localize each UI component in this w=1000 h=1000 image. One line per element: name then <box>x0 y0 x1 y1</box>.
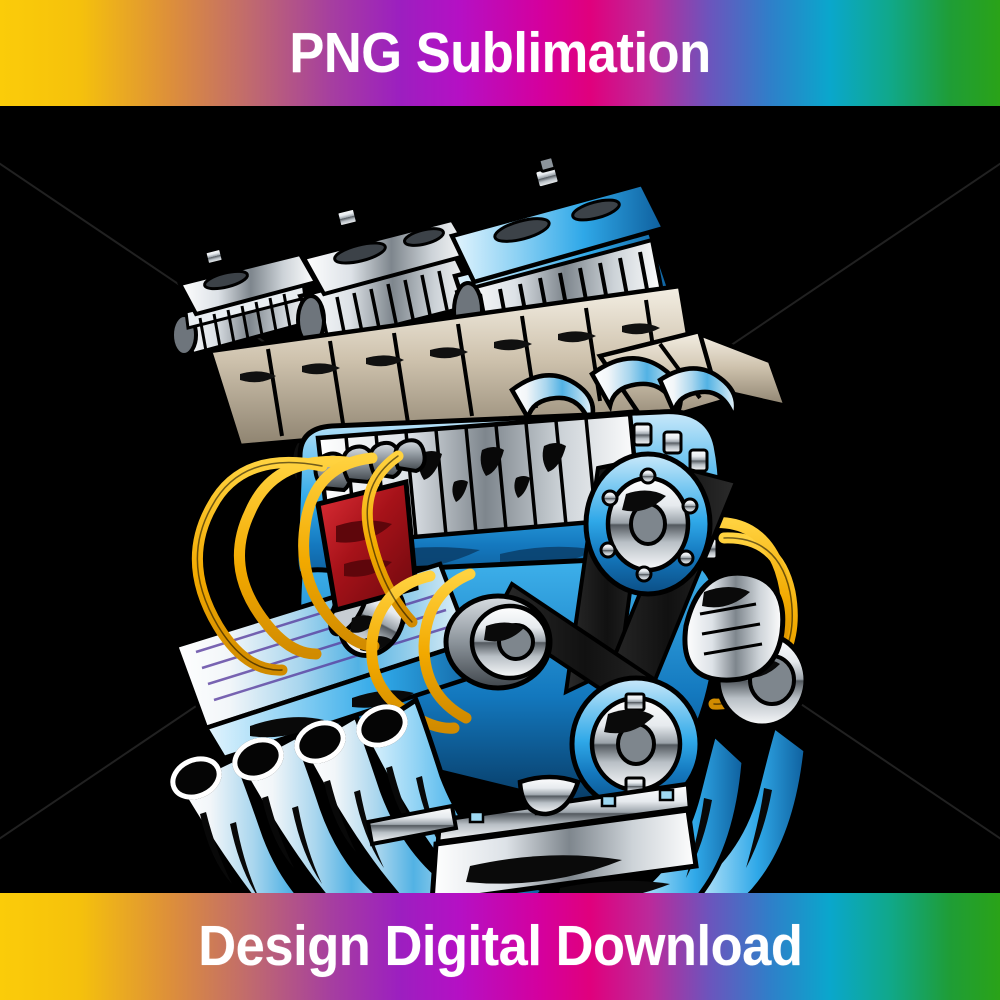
alternator <box>682 570 786 683</box>
pulleys-group <box>443 451 809 813</box>
pulley-upper-right <box>583 451 713 597</box>
top-banner: PNG Sublimation <box>0 0 1000 106</box>
pulley-center-left <box>443 593 553 691</box>
chrome-header-tubes <box>509 356 739 431</box>
bottom-banner: Design Digital Download <box>0 893 1000 1000</box>
bottom-banner-title: Design Digital Download <box>197 914 803 978</box>
oil-pan <box>365 781 699 893</box>
artwork-stage: ClipartOf <box>0 106 1000 893</box>
exhaust-pipes-left <box>170 696 549 893</box>
velocity-stack-left <box>170 247 321 357</box>
front-mount-bracket <box>517 774 581 817</box>
hot-rod-engine-illustration <box>170 155 809 893</box>
top-banner-title: PNG Sublimation <box>289 20 711 85</box>
